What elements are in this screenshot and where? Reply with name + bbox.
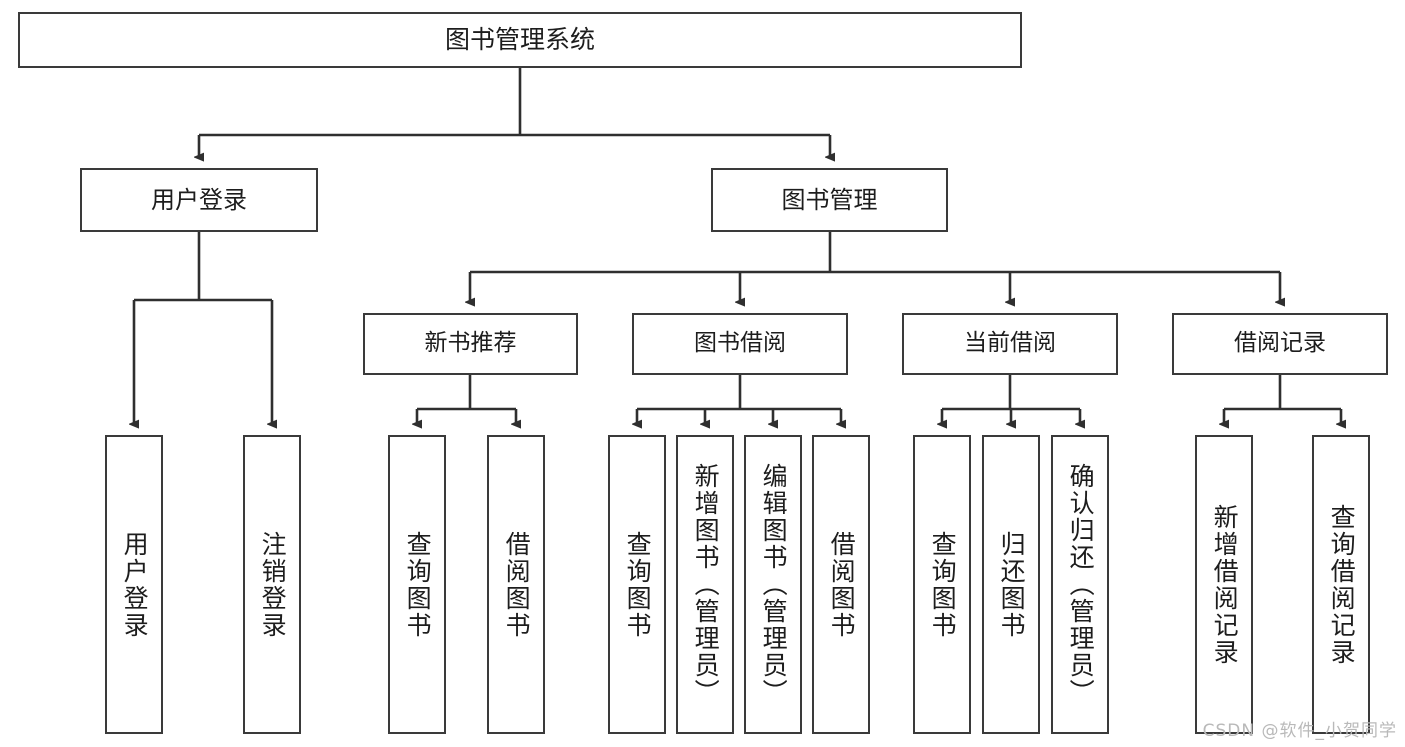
leaf-node[interactable]: 查询借阅记录: [1312, 435, 1370, 734]
leaf-label: 查询图书: [403, 530, 433, 639]
node-user-login[interactable]: 用户登录: [80, 168, 318, 232]
leaf-label: 借阅图书: [827, 530, 857, 639]
node-root[interactable]: 图书管理系统: [18, 12, 1022, 68]
leaf-node[interactable]: 归还图书: [982, 435, 1040, 734]
node-label: 新书推荐: [424, 330, 517, 357]
leaf-label: 借阅图书: [502, 530, 532, 639]
node-label: 用户登录: [151, 185, 247, 214]
leaf-label: 确认归还（管理员）: [1066, 463, 1096, 706]
leaf-node[interactable]: 借阅图书: [487, 435, 545, 734]
node-label: 当前借阅: [964, 330, 1056, 357]
leaf-node[interactable]: 新增借阅记录: [1195, 435, 1253, 734]
node-label: 借阅记录: [1234, 330, 1326, 357]
leaf-node[interactable]: 查询图书: [608, 435, 666, 734]
leaf-label: 编辑图书（管理员）: [759, 463, 789, 706]
leaf-node[interactable]: 注销登录: [243, 435, 301, 734]
node-new-book-recommend[interactable]: 新书推荐: [363, 313, 578, 375]
leaf-label: 新增图书（管理员）: [691, 463, 721, 706]
leaf-label: 用户登录: [120, 530, 150, 639]
leaf-label: 新增借阅记录: [1210, 503, 1240, 666]
node-book-borrow[interactable]: 图书借阅: [632, 313, 848, 375]
leaf-label: 查询借阅记录: [1327, 503, 1357, 666]
leaf-node[interactable]: 用户登录: [105, 435, 163, 734]
leaf-label: 查询图书: [623, 530, 653, 639]
leaf-node[interactable]: 查询图书: [388, 435, 446, 734]
leaf-node[interactable]: 借阅图书: [812, 435, 870, 734]
node-label: 图书借阅: [694, 330, 786, 357]
leaf-label: 归还图书: [997, 530, 1027, 639]
leaf-label: 查询图书: [928, 530, 958, 639]
node-current-borrow[interactable]: 当前借阅: [902, 313, 1118, 375]
leaf-node[interactable]: 编辑图书（管理员）: [744, 435, 802, 734]
leaf-node[interactable]: 新增图书（管理员）: [676, 435, 734, 734]
node-borrow-record[interactable]: 借阅记录: [1172, 313, 1388, 375]
node-label: 图书管理: [781, 185, 878, 214]
leaf-label: 注销登录: [258, 530, 288, 639]
node-label: 图书管理系统: [444, 25, 595, 54]
node-book-management[interactable]: 图书管理: [711, 168, 948, 232]
leaf-node[interactable]: 确认归还（管理员）: [1051, 435, 1109, 734]
leaf-node[interactable]: 查询图书: [913, 435, 971, 734]
